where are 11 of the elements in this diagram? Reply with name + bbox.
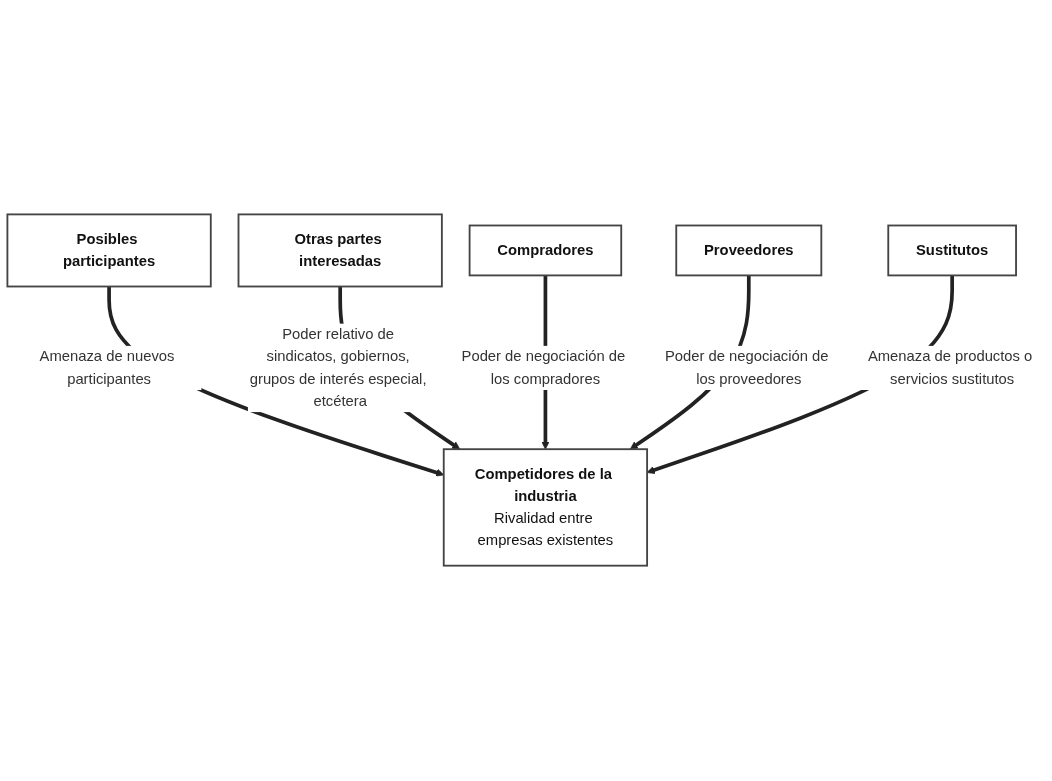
edge-label: Poder relativo de sindicatos, gobiernos, grupos de interés especial, etcétera (249, 326, 427, 409)
node-box: Posibles participantes (6, 213, 212, 288)
edge-label: Poder de negociación de los compradores (461, 348, 626, 387)
edge-label: Amenaza de nuevos participantes (39, 348, 175, 387)
node-box: Compradores (468, 225, 623, 277)
node-box: Otras partes interesadas (237, 213, 443, 288)
node-box: Competidores de la industria Rivalidad entre empresas existentes (442, 448, 649, 568)
node-box: Proveedores (675, 225, 823, 277)
edge-label: Poder de negociación de los proveedores (664, 348, 829, 387)
node-box: Sustitutos (887, 225, 1017, 277)
edge-label: Amenaza de productos o servicios sustitutos (867, 348, 1033, 387)
